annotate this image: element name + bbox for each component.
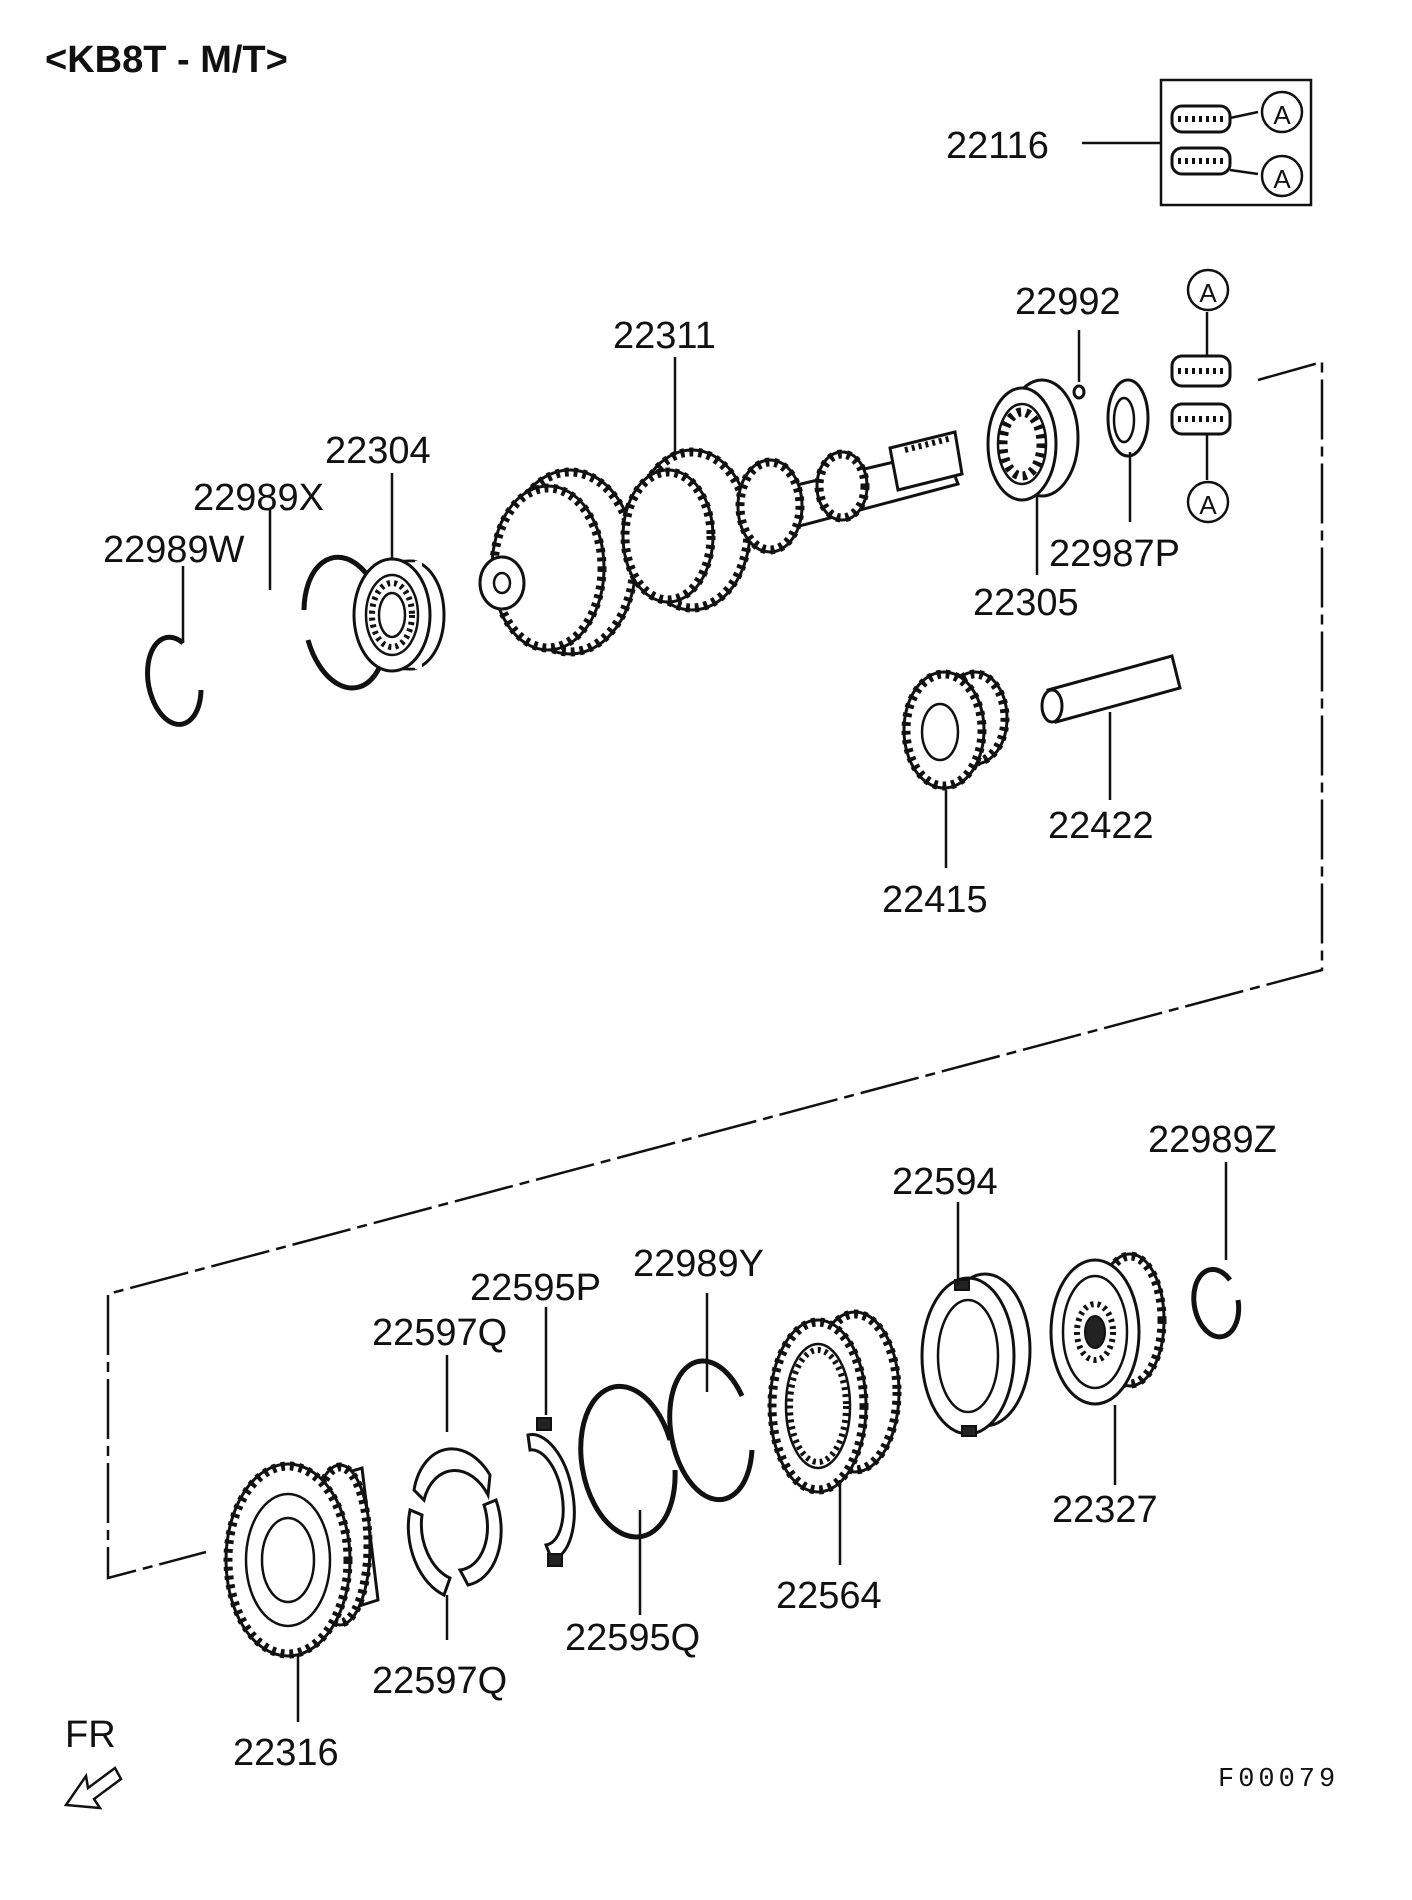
ball-22992 (1072, 384, 1086, 400)
marker-a-circle: A (1186, 268, 1230, 312)
part-label-22597Q: 22597Q (372, 1660, 507, 1702)
ball-bearing-22304 (352, 557, 446, 673)
part-label-22989W: 22989W (103, 529, 245, 571)
part-label-22989Y: 22989Y (633, 1243, 764, 1285)
part-label-22992: 22992 (1015, 281, 1121, 323)
assembly-outline (106, 360, 1324, 1580)
countershaft-gear-22311 (478, 430, 964, 657)
marker-a-circle: A (1260, 154, 1304, 198)
part-label-22989Z: 22989Z (1148, 1119, 1277, 1161)
part-label-22987P: 22987P (1049, 533, 1180, 575)
part-label-22594: 22594 (892, 1161, 998, 1203)
part-label-22316: 22316 (233, 1732, 339, 1774)
part-label-22311: 22311 (613, 315, 716, 357)
snap-ring-22989Z (1191, 1266, 1242, 1340)
spacer-22987P (1106, 378, 1150, 458)
retainer-22595P (526, 1417, 576, 1567)
gear-hub-22327 (1049, 1251, 1167, 1406)
figure-code: F00079 (1218, 1765, 1339, 1795)
direction-label: FR (65, 1714, 116, 1756)
marker-a-circle: A (1186, 480, 1230, 524)
idler-gear-22415 (901, 669, 1010, 791)
part-label-22305: 22305 (973, 582, 1079, 624)
bearing-inset-22116: A A (1159, 78, 1313, 207)
diagram-title: <KB8T - M/T> (45, 39, 288, 81)
part-label-22597Q: 22597Q (372, 1312, 507, 1354)
part-label-22989X: 22989X (193, 477, 324, 519)
snap-ring-22989Y (667, 1358, 755, 1503)
part-label-22304: 22304 (325, 430, 431, 472)
snap-ring-22989W (145, 634, 204, 727)
part-label-22327: 22327 (1052, 1489, 1158, 1531)
part-label-22595Q: 22595Q (565, 1617, 700, 1659)
part-label-22422: 22422 (1048, 805, 1154, 847)
needle-bearing-icon (1170, 104, 1232, 176)
roller-bearing-22305 (986, 378, 1080, 502)
gear-22316 (223, 1461, 380, 1659)
split-ring-22597Q (406, 1447, 503, 1598)
snap-ring-22595Q (578, 1383, 678, 1540)
svg-text:A: A (1273, 100, 1291, 130)
part-label-22415: 22415 (882, 879, 988, 921)
svg-text:A: A (1199, 490, 1217, 520)
part-label-22564: 22564 (776, 1575, 882, 1617)
front-direction-arrow-icon (63, 1766, 123, 1810)
svg-text:A: A (1199, 278, 1217, 308)
marker-a-circle: A (1260, 90, 1304, 134)
svg-text:A: A (1273, 164, 1291, 194)
idler-shaft-22422 (1040, 654, 1182, 724)
part-label-22116: 22116 (946, 125, 1049, 167)
needle-bearing-icon (1170, 354, 1232, 436)
part-label-22595P: 22595P (470, 1267, 601, 1309)
synchronizer-ring-22594 (920, 1272, 1032, 1437)
synchronizer-sleeve-22564 (767, 1309, 902, 1495)
